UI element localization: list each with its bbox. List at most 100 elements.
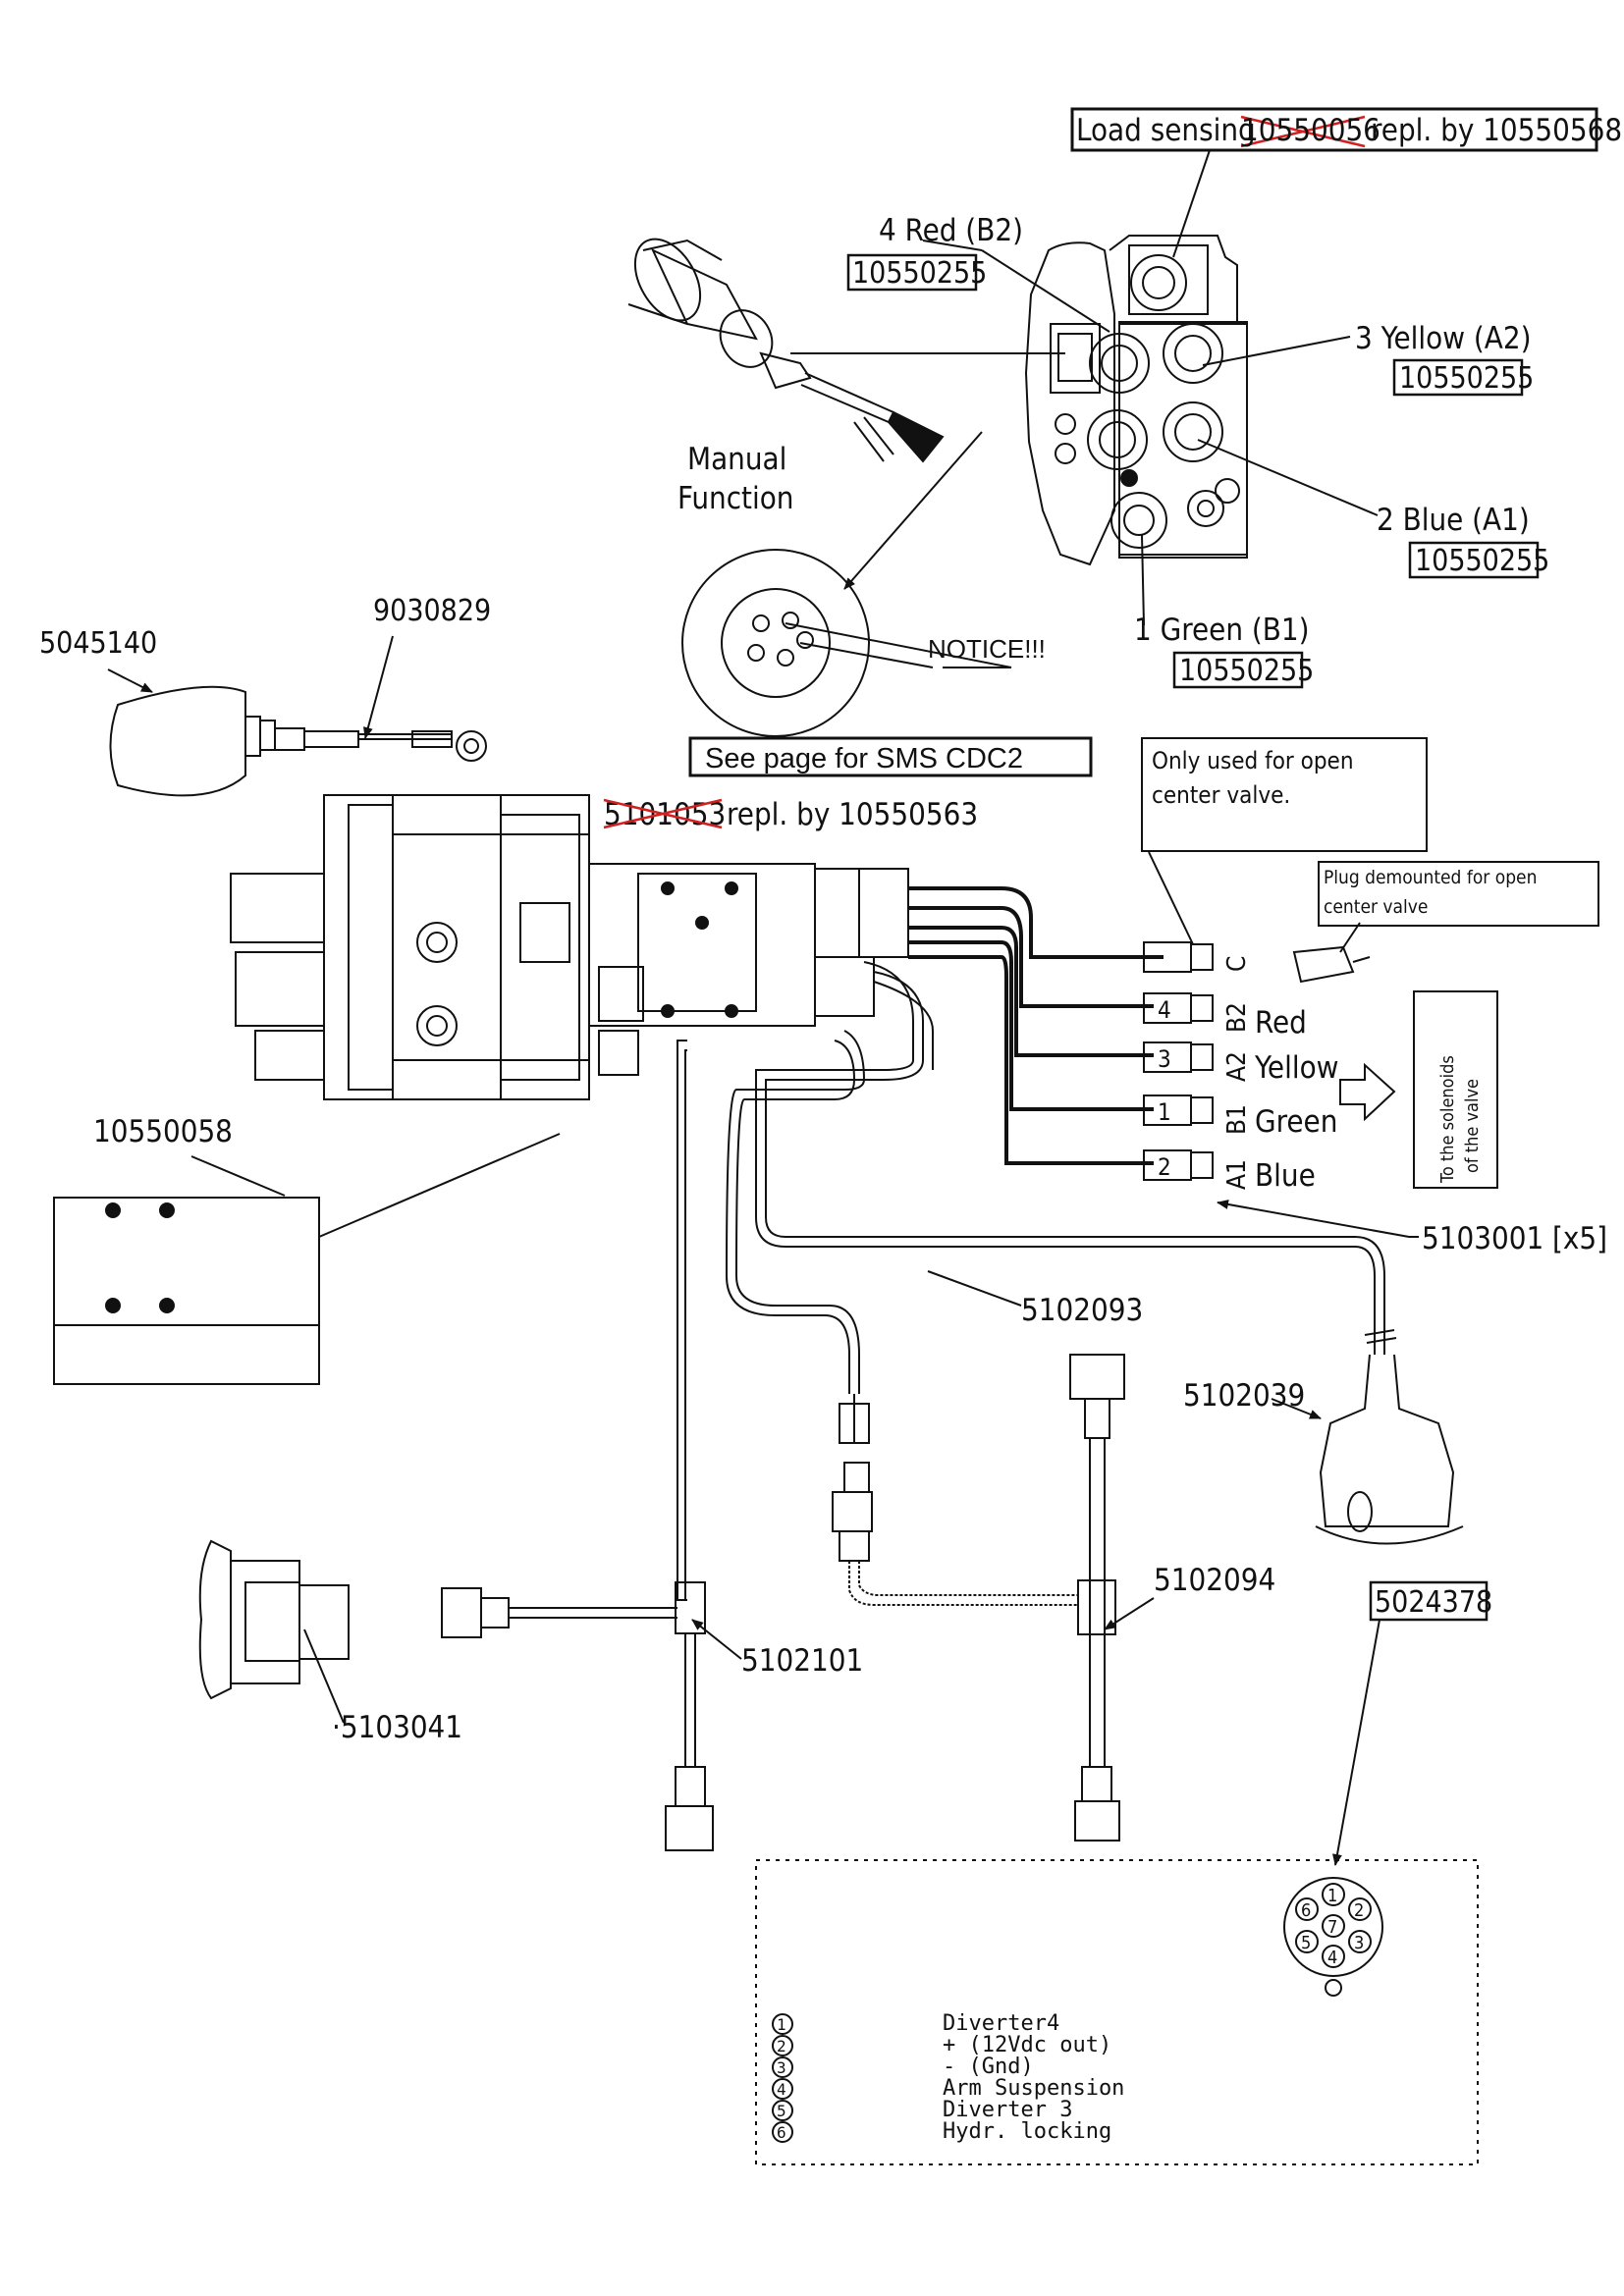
pin-legend: 1 Diverter4 2 + (12Vdc out) 3 - (Gnd) 4 …: [772, 2011, 1124, 2144]
socket-pin-2: 2: [1354, 1900, 1364, 1921]
load-sensing-new-part: repl. by 10550568: [1371, 113, 1622, 148]
solenoid-color: Blue: [1255, 1158, 1316, 1194]
open-center-note-box: [1141, 737, 1428, 852]
socket-pin-4: 4: [1327, 1948, 1337, 1968]
socket-part-box: [1369, 1580, 1489, 1622]
load-sensing-prefix: Load sensing: [1076, 113, 1256, 148]
see-page-label: See page for SMS CDC2: [705, 743, 1023, 774]
solenoid-color: Green: [1255, 1104, 1337, 1140]
pin-legend-row: 3 - (Gnd): [772, 2055, 1034, 2079]
valve-harness-cables: [908, 886, 1164, 1165]
pin-legend-text: + (12Vdc out): [943, 2033, 1111, 2057]
pin-legend-number: 6: [777, 2123, 786, 2142]
pin-legend-number: 3: [777, 2058, 786, 2077]
pin-legend-text: Diverter 3: [943, 2098, 1072, 2122]
pin-legend-number: 5: [777, 2102, 786, 2120]
pin-legend-row: 5 Diverter 3: [772, 2098, 1072, 2122]
solenoid-note-box: [1413, 990, 1498, 1189]
solenoid-port: B2: [1222, 1002, 1252, 1033]
load-sensing-label: [1070, 107, 1598, 152]
solenoid-color: Red: [1255, 1005, 1307, 1041]
load-sensing-leader: [1172, 149, 1211, 258]
blue-a1-part: 10550255: [1415, 544, 1549, 578]
solenoid-note-line1: To the solenoids: [1437, 1055, 1458, 1184]
solenoid-row-a1: 2 A1 Blue: [1158, 1153, 1316, 1194]
red-b2-label: 4 Red (B2): [879, 213, 1023, 248]
valve-block-top: [1024, 235, 1248, 566]
solenoid-row-b1: 1 B1 Green: [1158, 1098, 1337, 1140]
solenoid-pin: 4: [1158, 996, 1171, 1024]
socket-pin-3: 3: [1354, 1933, 1364, 1953]
green-b1-label: 1 Green (B1): [1134, 613, 1310, 648]
hose: [274, 727, 487, 762]
socket-pin-7: 7: [1327, 1917, 1337, 1938]
solenoid-connectors: [1143, 941, 1214, 1181]
green-b1-part: 10550255: [1179, 654, 1314, 688]
pin-legend-row: 4 Arm Suspension: [772, 2076, 1124, 2101]
pin-legend-box: [755, 1859, 1479, 2165]
pin-legend-text: Arm Suspension: [943, 2076, 1124, 2101]
rocker-switch: [198, 1539, 350, 1700]
pin-legend-text: - (Gnd): [943, 2055, 1034, 2079]
plug-note-line1: Plug demounted for open: [1324, 867, 1537, 888]
open-center-note-line1: Only used for open: [1152, 747, 1354, 774]
open-center-note-line2: center valve.: [1152, 781, 1290, 809]
socket-part-number: 5024378: [1375, 1585, 1492, 1620]
blue-a1-leader: [1197, 439, 1379, 516]
manual-function-line1: Manual: [687, 442, 786, 477]
solenoid-row-c: C: [1222, 956, 1252, 972]
solenoid-note-line2: of the valve: [1462, 1079, 1483, 1173]
connector-part: 5103001 [x5]: [1422, 1221, 1607, 1256]
yellow-a2-part: 10550255: [1399, 361, 1534, 396]
hose-part: 9030829: [373, 594, 491, 628]
solenoid-row-a2: 3 A2 Yellow: [1158, 1045, 1338, 1086]
pin-legend-row: 6 Hydr. locking: [772, 2119, 1111, 2144]
solenoid-pin: 2: [1158, 1153, 1171, 1181]
accumulator-part: 5045140: [39, 626, 157, 661]
plug-note-line2: center valve: [1324, 896, 1428, 918]
manual-function-actuator: [627, 238, 945, 463]
solenoid-port: B1: [1222, 1104, 1252, 1135]
socket-face: [1283, 1877, 1383, 1997]
plug-note-box: [1318, 861, 1599, 927]
pin-legend-text: Diverter4: [943, 2011, 1059, 2036]
yellow-a2-label: 3 Yellow (A2): [1355, 321, 1531, 356]
socket-pin-6: 6: [1301, 1900, 1311, 1921]
main-valve-block: [230, 794, 909, 1100]
accumulator: [109, 685, 276, 797]
blue-a1-label: 2 Blue (A1): [1377, 503, 1530, 538]
bracket: [53, 1197, 320, 1385]
pin-legend-text: Hydr. locking: [943, 2119, 1111, 2144]
splitter-part: 5102101: [741, 1643, 863, 1679]
power-socket: [1315, 1354, 1464, 1545]
demounted-plug: [1292, 945, 1371, 984]
splitter-harness: [441, 1581, 714, 1851]
connector-detail-view: [681, 431, 1012, 737]
red-b2-part: 10550255: [852, 256, 987, 291]
pin-legend-row: 2 + (12Vdc out): [772, 2033, 1111, 2057]
socket-part: 5102039: [1183, 1378, 1305, 1414]
solenoid-pin: 3: [1158, 1045, 1171, 1073]
harness-branch-part: 5102094: [1154, 1563, 1275, 1598]
socket-pin-1: 1: [1327, 1886, 1337, 1906]
bracket-part: 10550058: [93, 1114, 233, 1149]
solenoid-color: Yellow: [1254, 1050, 1338, 1086]
pin-legend-row: 1 Diverter4: [772, 2011, 1059, 2036]
socket-pin-5: 5: [1301, 1933, 1311, 1953]
branch-harness: [832, 1354, 1125, 1842]
socket-face-pins: 1 2 3 4 5 6 7: [1295, 1883, 1372, 1968]
solenoid-pin: 1: [1158, 1098, 1171, 1126]
yellow-a2-leader: [1202, 336, 1351, 366]
solenoid-port: C: [1222, 956, 1252, 972]
solenoid-row-b2: 4 B2 Red: [1158, 996, 1307, 1041]
pin-legend-number: 1: [777, 2015, 786, 2034]
load-sensing-old-part: 10550056: [1241, 113, 1380, 148]
pin-legend-number: 4: [777, 2080, 786, 2099]
red-b2-leader: [981, 249, 1110, 333]
switch-part: ·5103041: [332, 1710, 462, 1745]
green-b1-leader: [1141, 534, 1145, 626]
valve-new-part: repl. by 10550563: [727, 797, 978, 832]
solenoid-port: A1: [1222, 1159, 1252, 1190]
solenoid-port: A2: [1222, 1051, 1252, 1082]
